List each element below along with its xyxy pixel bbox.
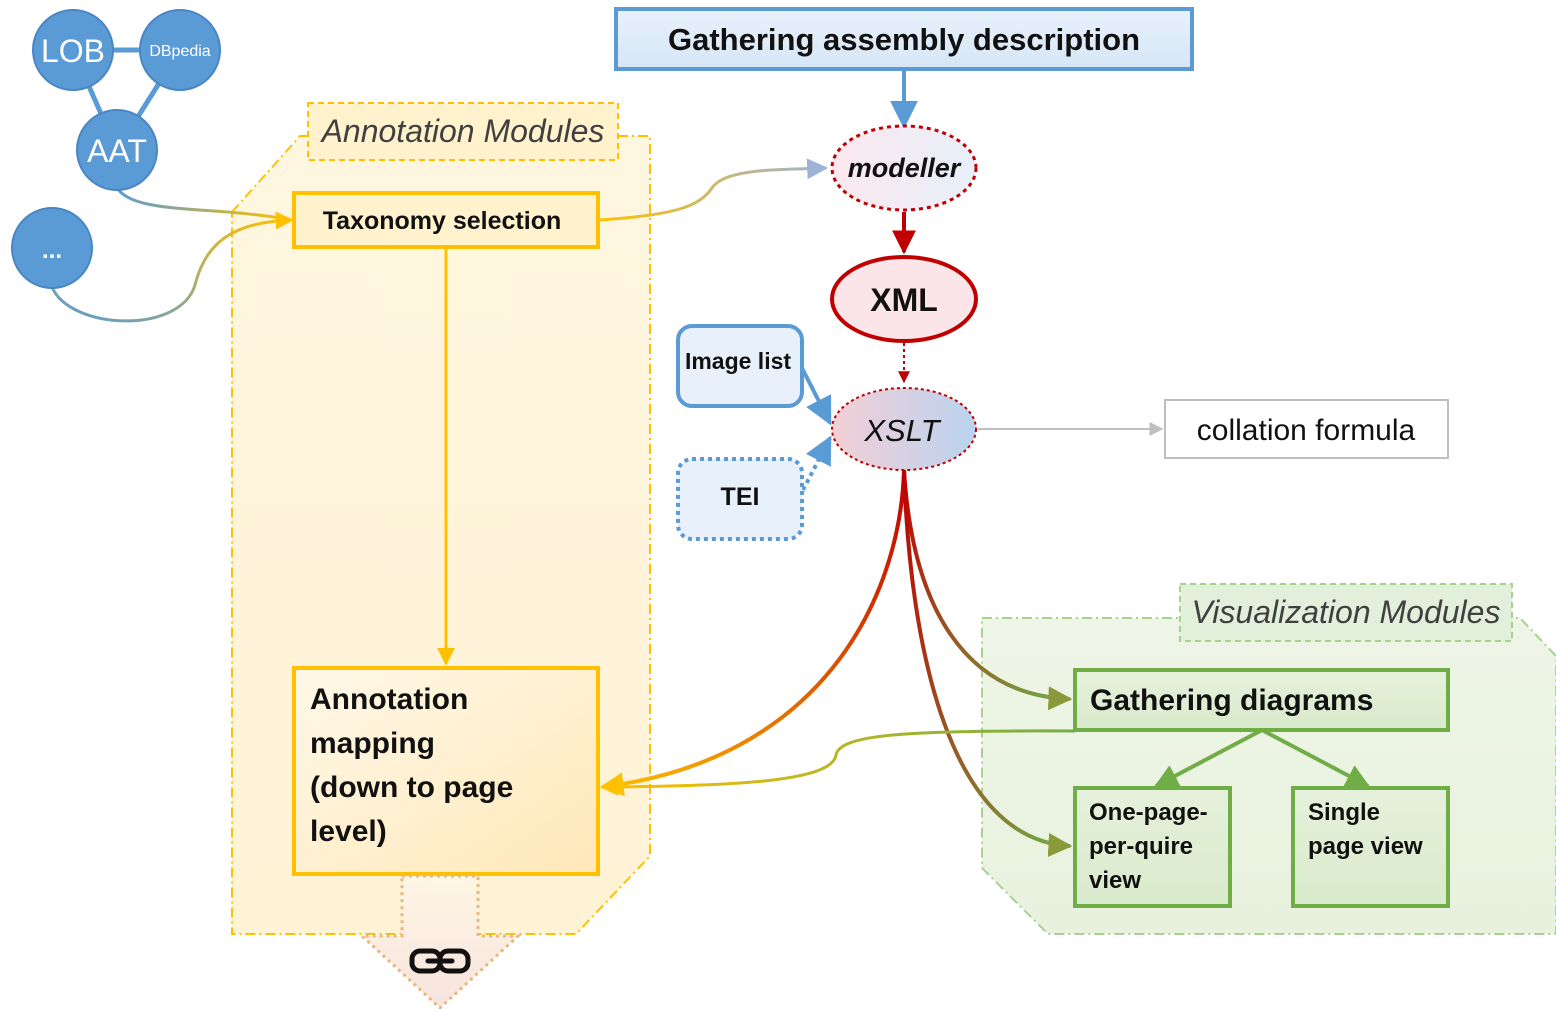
visualization-modules-group: Visualization Modules xyxy=(981,583,1556,935)
single-page-line-2: page view xyxy=(1308,833,1423,860)
image-list-box[interactable]: Image list xyxy=(676,324,804,408)
svg-text:One-page- per-quire: One-page- per-quire view xyxy=(1089,799,1214,894)
gathering-to-one-page-arrow xyxy=(1153,728,1263,788)
link-icon xyxy=(409,948,471,974)
xslt-to-gathering-arrow xyxy=(902,469,1073,711)
aat-node[interactable]: AAT xyxy=(76,109,158,191)
annotation-mapping-line-1: Annotation xyxy=(310,683,468,716)
more-vocabularies-label: ... xyxy=(42,237,62,264)
single-page-line-1: Single xyxy=(1308,799,1380,826)
annotation-mapping-line-3: (down to page xyxy=(310,771,513,804)
gathering-to-single-page-arrow xyxy=(1261,728,1371,788)
export-arrow[interactable] xyxy=(358,874,522,1009)
tei-to-xslt-arrow xyxy=(801,435,832,491)
one-page-line-3: view xyxy=(1089,867,1141,894)
annotation-modules-label: Annotation Modules xyxy=(320,113,605,149)
xml-node[interactable]: XML xyxy=(830,255,978,343)
gathering-to-mapping-arrow xyxy=(600,729,1076,796)
modeller-label: modeller xyxy=(848,153,962,183)
taxonomy-selection-box[interactable]: Taxonomy selection xyxy=(292,191,600,249)
one-page-line-1: One-page- xyxy=(1089,799,1208,826)
one-page-line-2: per-quire xyxy=(1089,833,1193,860)
xslt-to-one-page-arrow xyxy=(902,469,1073,857)
dbpedia-label: DBpedia xyxy=(149,43,210,60)
tei-box[interactable]: TEI xyxy=(676,457,804,541)
more-vocabularies-node[interactable]: ... xyxy=(11,207,93,289)
annotation-mapping-line-2: mapping xyxy=(310,727,435,760)
image-list-to-xslt-arrow xyxy=(800,367,832,426)
modeller-node[interactable]: modeller xyxy=(830,124,978,212)
svg-text:Single page view: Single page view xyxy=(1308,799,1423,860)
collation-formula-label: collation formula xyxy=(1197,414,1416,447)
dbpedia-node[interactable]: DBpedia xyxy=(139,9,221,91)
collation-formula-box[interactable]: collation formula xyxy=(1164,399,1449,459)
tei-label: TEI xyxy=(721,483,760,511)
gathering-diagrams-label: Gathering diagrams xyxy=(1090,684,1373,717)
visualization-modules-label: Visualization Modules xyxy=(1192,594,1501,630)
xml-label: XML xyxy=(870,282,938,318)
aat-label: AAT xyxy=(87,133,147,169)
annotation-mapping-line-4: level) xyxy=(310,815,387,848)
xslt-label: XSLT xyxy=(863,413,941,448)
svg-text:Annotation mapping: Annotation mapping (down to page level) xyxy=(310,683,522,848)
gathering-assembly-label: Gathering assembly description xyxy=(668,22,1140,57)
lob-node[interactable]: LOB xyxy=(32,9,114,91)
taxonomy-selection-label: Taxonomy selection xyxy=(323,207,562,235)
xslt-to-mapping-arrow xyxy=(599,469,906,797)
taxonomy-to-modeller-arrow xyxy=(597,158,829,222)
lob-label: LOB xyxy=(41,33,105,69)
annotation-mapping-box[interactable]: Annotation mapping (down to page level) xyxy=(292,666,600,876)
image-list-label: Image list xyxy=(685,348,791,374)
one-page-per-quire-box[interactable]: One-page- per-quire view xyxy=(1073,786,1232,908)
gathering-assembly-box[interactable]: Gathering assembly description xyxy=(614,7,1194,71)
xslt-node[interactable]: XSLT xyxy=(831,387,977,471)
single-page-view-box[interactable]: Single page view xyxy=(1291,786,1450,908)
gathering-diagrams-box[interactable]: Gathering diagrams xyxy=(1073,668,1450,732)
